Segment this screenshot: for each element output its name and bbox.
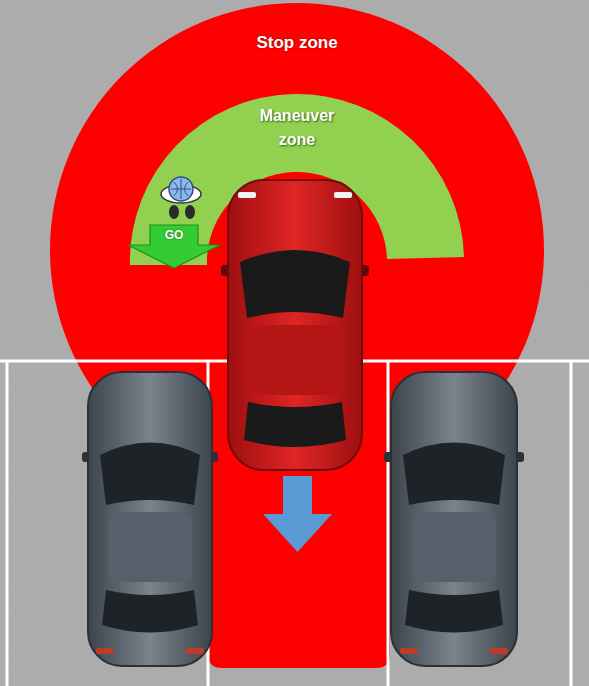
maneuvering-car xyxy=(221,180,369,470)
zone-label: GO xyxy=(150,225,198,245)
pedestrian-icon xyxy=(161,177,201,219)
zone-label: Maneuver zone xyxy=(242,104,352,152)
parked-car xyxy=(384,372,524,666)
parked-car xyxy=(82,372,218,666)
go-arrow: GO xyxy=(128,225,220,269)
reverse-direction-arrow xyxy=(263,476,332,552)
zone-label: Stop zone xyxy=(50,33,544,53)
